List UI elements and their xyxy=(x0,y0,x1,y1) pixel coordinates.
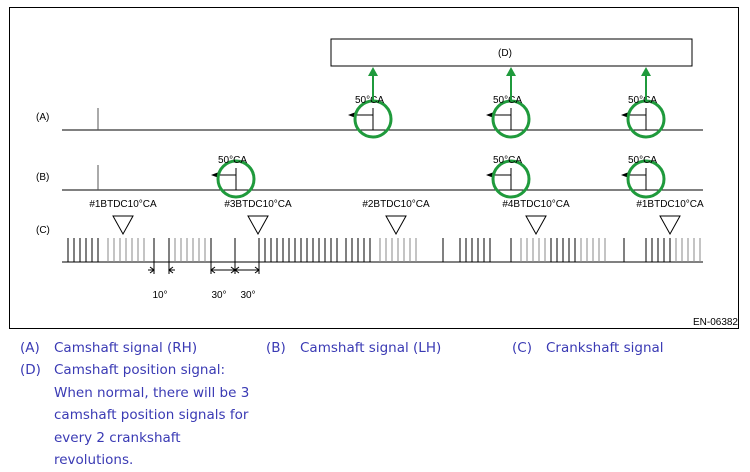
timing-diagram: (D) (A) (B) (C) 50°CA 50°CA 50°CA 50°CA 50°C… xyxy=(36,38,738,328)
legend-key-d: (D) xyxy=(20,362,41,378)
pulse-highlight-ring xyxy=(626,99,666,139)
camshaft-pulse: 50°CA xyxy=(211,155,256,199)
pulse-highlight-ring xyxy=(353,99,393,139)
tdc-label: #4BTDC10°CA xyxy=(502,199,570,210)
tdc-triangle xyxy=(247,215,269,236)
pulse-highlight-ring xyxy=(216,159,256,199)
tdc-marker: #2BTDC10°CA xyxy=(362,199,430,236)
angle-label: 50°CA xyxy=(628,155,657,166)
camshaft-pulse: 50°CA xyxy=(621,67,666,139)
legend-item-b: (B) Camshaft signal (LH) xyxy=(266,337,441,360)
row-label-a: (A) xyxy=(36,112,49,123)
diagram-frame xyxy=(9,7,739,329)
legend-text-b: Camshaft signal (LH) xyxy=(300,340,442,356)
legend-key-a: (A) xyxy=(20,340,40,356)
ecm-box-label: (D) xyxy=(498,48,512,59)
tdc-triangle xyxy=(385,215,407,236)
camshaft-pulse: 50°CA xyxy=(348,67,393,139)
angle-label: 50°CA xyxy=(628,95,657,106)
angle-label: 50°CA xyxy=(218,155,247,166)
tdc-marker: #4BTDC10°CA xyxy=(502,199,570,236)
dimension-label-10: 10° xyxy=(152,290,167,301)
legend-text-d: Camshaft position signal: When normal, t… xyxy=(54,362,250,468)
angle-label: 50°CA xyxy=(493,95,522,106)
row-label-c: (C) xyxy=(36,225,50,236)
tdc-triangle xyxy=(525,215,547,236)
signal-arrowhead xyxy=(368,67,378,76)
legend-item-a: (A) Camshaft signal (RH) xyxy=(20,337,197,360)
signal-arrowhead xyxy=(506,67,516,76)
pulse-highlight-ring xyxy=(626,159,666,199)
tdc-label: #1BTDC10°CA xyxy=(636,199,704,210)
angle-label: 50°CA xyxy=(493,155,522,166)
tdc-marker: #3BTDC10°CA xyxy=(224,199,292,236)
camshaft-pulse: 50°CA xyxy=(486,67,531,139)
camshaft-pulse: 50°CA xyxy=(621,155,666,199)
tdc-triangle xyxy=(112,215,134,236)
tdc-label: #3BTDC10°CA xyxy=(224,199,292,210)
legend-item-c: (C) Crankshaft signal xyxy=(512,337,664,360)
tdc-label: #2BTDC10°CA xyxy=(362,199,430,210)
dimension-markers xyxy=(148,262,260,274)
dimension-label-30-a: 30° xyxy=(211,290,226,301)
legend-text-a: Camshaft signal (RH) xyxy=(54,340,198,356)
camshaft-position-signal-box xyxy=(330,38,693,67)
dimension-label-30-b: 30° xyxy=(240,290,255,301)
pulse-highlight-ring xyxy=(491,99,531,139)
tdc-marker: #1BTDC10°CA xyxy=(89,199,157,236)
legend-key-c: (C) xyxy=(512,340,532,356)
tdc-marker: #1BTDC10°CA xyxy=(636,199,704,236)
angle-label: 50°CA xyxy=(355,95,384,106)
signal-arrowhead xyxy=(641,67,651,76)
legend-text-c: Crankshaft signal xyxy=(546,340,664,356)
tdc-label: #1BTDC10°CA xyxy=(89,199,157,210)
legend-item-d: (D) Camshaft position signal: When norma… xyxy=(20,359,280,472)
legend-key-b: (B) xyxy=(266,340,286,356)
pulse-highlight-ring xyxy=(491,159,531,199)
figure-code: EN-06382 xyxy=(693,317,738,328)
camshaft-pulse: 50°CA xyxy=(486,155,531,199)
tdc-triangle xyxy=(659,215,681,236)
row-label-b: (B) xyxy=(36,172,49,183)
